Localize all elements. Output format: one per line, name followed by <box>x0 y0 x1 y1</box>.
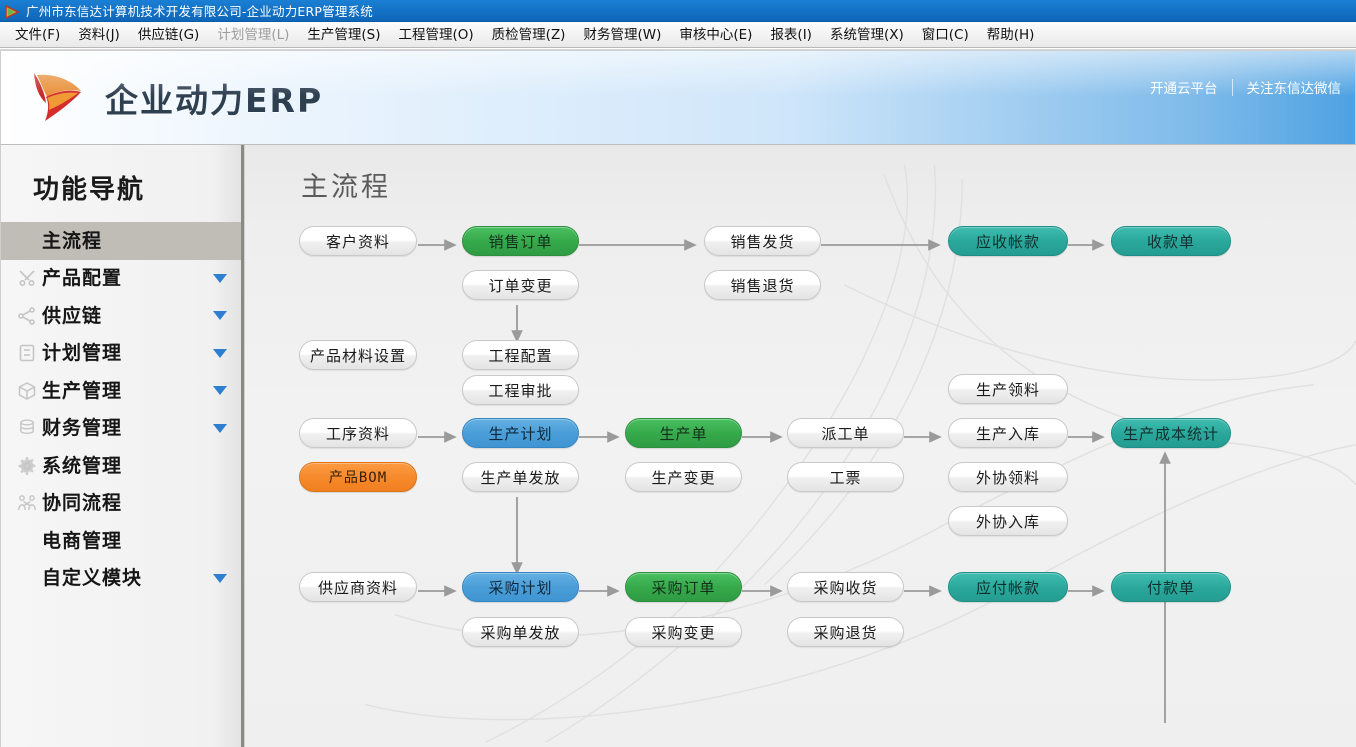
window-title: 广州市东信达计算机技术开发有限公司-企业动力ERP管理系统 <box>26 4 373 19</box>
sidebar-item-6[interactable]: 系统管理 <box>1 447 241 485</box>
sidebar-item-label: 供应链 <box>42 304 103 327</box>
chevron-down-icon[interactable] <box>213 311 227 321</box>
flow-node-customer[interactable]: 客户资料 <box>299 226 417 256</box>
share-nodes-icon <box>17 306 37 326</box>
chevron-down-icon[interactable] <box>213 348 227 358</box>
document-icon <box>17 343 37 363</box>
sidebar-item-label: 协同流程 <box>42 492 123 515</box>
flow-node-payable[interactable]: 应付帐款 <box>948 572 1068 602</box>
sidebar-item-7[interactable]: 协同流程 <box>1 485 241 523</box>
sidebar-item-4[interactable]: 生产管理 <box>1 372 241 410</box>
brand-header: 企业动力ERP 开通云平台 关注东信达微信 <box>0 50 1356 145</box>
sidebar-item-3[interactable]: 计划管理 <box>1 335 241 373</box>
play-triangle-icon <box>4 4 20 19</box>
flow-node-prod-order[interactable]: 生产单 <box>625 418 742 448</box>
flow-node-dispatch[interactable]: 派工单 <box>787 418 904 448</box>
sidebar-item-label: 主流程 <box>42 229 103 252</box>
menu-item-2[interactable]: 供应链(G) <box>137 26 200 43</box>
flow-node-pur-release[interactable]: 采购单发放 <box>462 617 579 647</box>
link-divider <box>1231 78 1233 96</box>
sidebar-nav-list: 主流程产品配置供应链计划管理生产管理财务管理系统管理协同流程电商管理自定义模块 <box>1 222 241 597</box>
chevron-down-icon[interactable] <box>213 386 227 396</box>
flow-node-supplier[interactable]: 供应商资料 <box>299 572 417 602</box>
sidebar-item-label: 生产管理 <box>42 379 123 402</box>
sidebar-item-label: 自定义模块 <box>42 567 143 590</box>
function-navigation-sidebar: 功能导航 主流程产品配置供应链计划管理生产管理财务管理系统管理协同流程电商管理自… <box>0 145 244 747</box>
product-name: 企业动力ERP <box>105 80 324 120</box>
menu-item-0[interactable]: 文件(F) <box>15 26 61 43</box>
flow-node-sales-order[interactable]: 销售订单 <box>462 226 579 256</box>
menu-item-10[interactable]: 系统管理(X) <box>829 26 904 43</box>
sidebar-item-1[interactable]: 产品配置 <box>1 260 241 298</box>
flow-diagram-title: 主流程 <box>301 172 391 203</box>
menu-item-3: 计划管理(L) <box>217 26 290 43</box>
flow-node-payment[interactable]: 付款单 <box>1111 572 1231 602</box>
brand-links: 开通云平台 关注东信达微信 <box>1136 77 1355 97</box>
flow-node-receipt[interactable]: 收款单 <box>1111 226 1231 256</box>
sidebar-title: 功能导航 <box>33 175 146 205</box>
window-title-bar: 广州市东信达计算机技术开发有限公司-企业动力ERP管理系统 <box>0 0 1356 22</box>
window-body: 企业动力ERP 开通云平台 关注东信达微信 功能导航 主流程产品配置供应链计划管… <box>0 49 1356 747</box>
sidebar-item-label: 电商管理 <box>42 529 123 552</box>
sidebar-item-8[interactable]: 电商管理 <box>1 522 241 560</box>
database-icon <box>17 418 37 438</box>
chevron-down-icon[interactable] <box>213 573 227 583</box>
flow-node-process-data[interactable]: 工序资料 <box>299 418 417 448</box>
flow-node-pur-receive[interactable]: 采购收货 <box>787 572 904 602</box>
menu-item-7[interactable]: 财务管理(W) <box>583 26 662 43</box>
menu-bar[interactable]: 文件(F) 资料(J) 供应链(G) 计划管理(L) 生产管理(S) 工程管理(O) 质检管… <box>0 22 1356 48</box>
sidebar-item-2[interactable]: 供应链 <box>1 297 241 335</box>
sidebar-item-label: 计划管理 <box>42 342 123 365</box>
flow-node-sales-return[interactable]: 销售退货 <box>704 270 821 300</box>
flow-node-pur-order[interactable]: 采购订单 <box>625 572 742 602</box>
sidebar-item-9[interactable]: 自定义模块 <box>1 560 241 598</box>
flow-node-prod-bom[interactable]: 产品BOM <box>299 462 417 492</box>
link-follow-wechat[interactable]: 关注东信达微信 <box>1246 81 1342 97</box>
flow-node-out-instock[interactable]: 外协入库 <box>948 506 1068 536</box>
flow-node-prod-plan[interactable]: 生产计划 <box>462 418 579 448</box>
main-content: 功能导航 主流程产品配置供应链计划管理生产管理财务管理系统管理协同流程电商管理自… <box>0 145 1356 747</box>
flow-node-work-ticket[interactable]: 工票 <box>787 462 904 492</box>
flow-node-eng-approve[interactable]: 工程审批 <box>462 375 579 405</box>
flow-node-prod-instock[interactable]: 生产入库 <box>948 418 1068 448</box>
dongxinda-swoosh-logo-icon <box>25 67 91 129</box>
flow-node-prod-issue[interactable]: 生产领料 <box>948 374 1068 404</box>
chevron-down-icon[interactable] <box>213 423 227 433</box>
sidebar-item-0[interactable]: 主流程 <box>1 222 241 260</box>
flow-node-prod-release[interactable]: 生产单发放 <box>462 462 579 492</box>
tools-icon <box>17 268 37 288</box>
sidebar-item-label: 产品配置 <box>42 267 123 290</box>
menu-item-4[interactable]: 生产管理(S) <box>307 26 381 43</box>
flow-node-prod-material[interactable]: 产品材料设置 <box>299 340 417 370</box>
gear-icon <box>17 456 37 476</box>
flow-node-order-change[interactable]: 订单变更 <box>462 270 579 300</box>
menu-item-1[interactable]: 资料(J) <box>78 26 120 43</box>
menu-item-9[interactable]: 报表(I) <box>770 26 812 43</box>
main-flow-canvas: 主流程 <box>244 145 1356 747</box>
chevron-down-icon[interactable] <box>213 273 227 283</box>
menu-item-8[interactable]: 审核中心(E) <box>679 26 753 43</box>
flow-node-pur-return[interactable]: 采购退货 <box>787 617 904 647</box>
flow-node-out-issue[interactable]: 外协领料 <box>948 462 1068 492</box>
menu-item-5[interactable]: 工程管理(O) <box>398 26 474 43</box>
menu-item-6[interactable]: 质检管理(Z) <box>491 26 566 43</box>
flow-node-eng-config[interactable]: 工程配置 <box>462 340 579 370</box>
sidebar-item-5[interactable]: 财务管理 <box>1 410 241 448</box>
flow-node-pur-plan[interactable]: 采购计划 <box>462 572 579 602</box>
flow-node-cost-stat[interactable]: 生产成本统计 <box>1111 418 1231 448</box>
people-icon <box>17 493 37 513</box>
menu-item-12[interactable]: 帮助(H) <box>986 26 1035 43</box>
flow-node-receivable[interactable]: 应收帐款 <box>948 226 1068 256</box>
flow-node-pur-change[interactable]: 采购变更 <box>625 617 742 647</box>
flow-node-sales-ship[interactable]: 销售发货 <box>704 226 821 256</box>
sidebar-item-label: 系统管理 <box>42 454 123 477</box>
sidebar-item-label: 财务管理 <box>42 417 123 440</box>
menu-item-11[interactable]: 窗口(C) <box>921 26 969 43</box>
link-open-cloud-platform[interactable]: 开通云平台 <box>1150 81 1218 97</box>
flow-node-prod-change[interactable]: 生产变更 <box>625 462 742 492</box>
box-icon <box>17 381 37 401</box>
